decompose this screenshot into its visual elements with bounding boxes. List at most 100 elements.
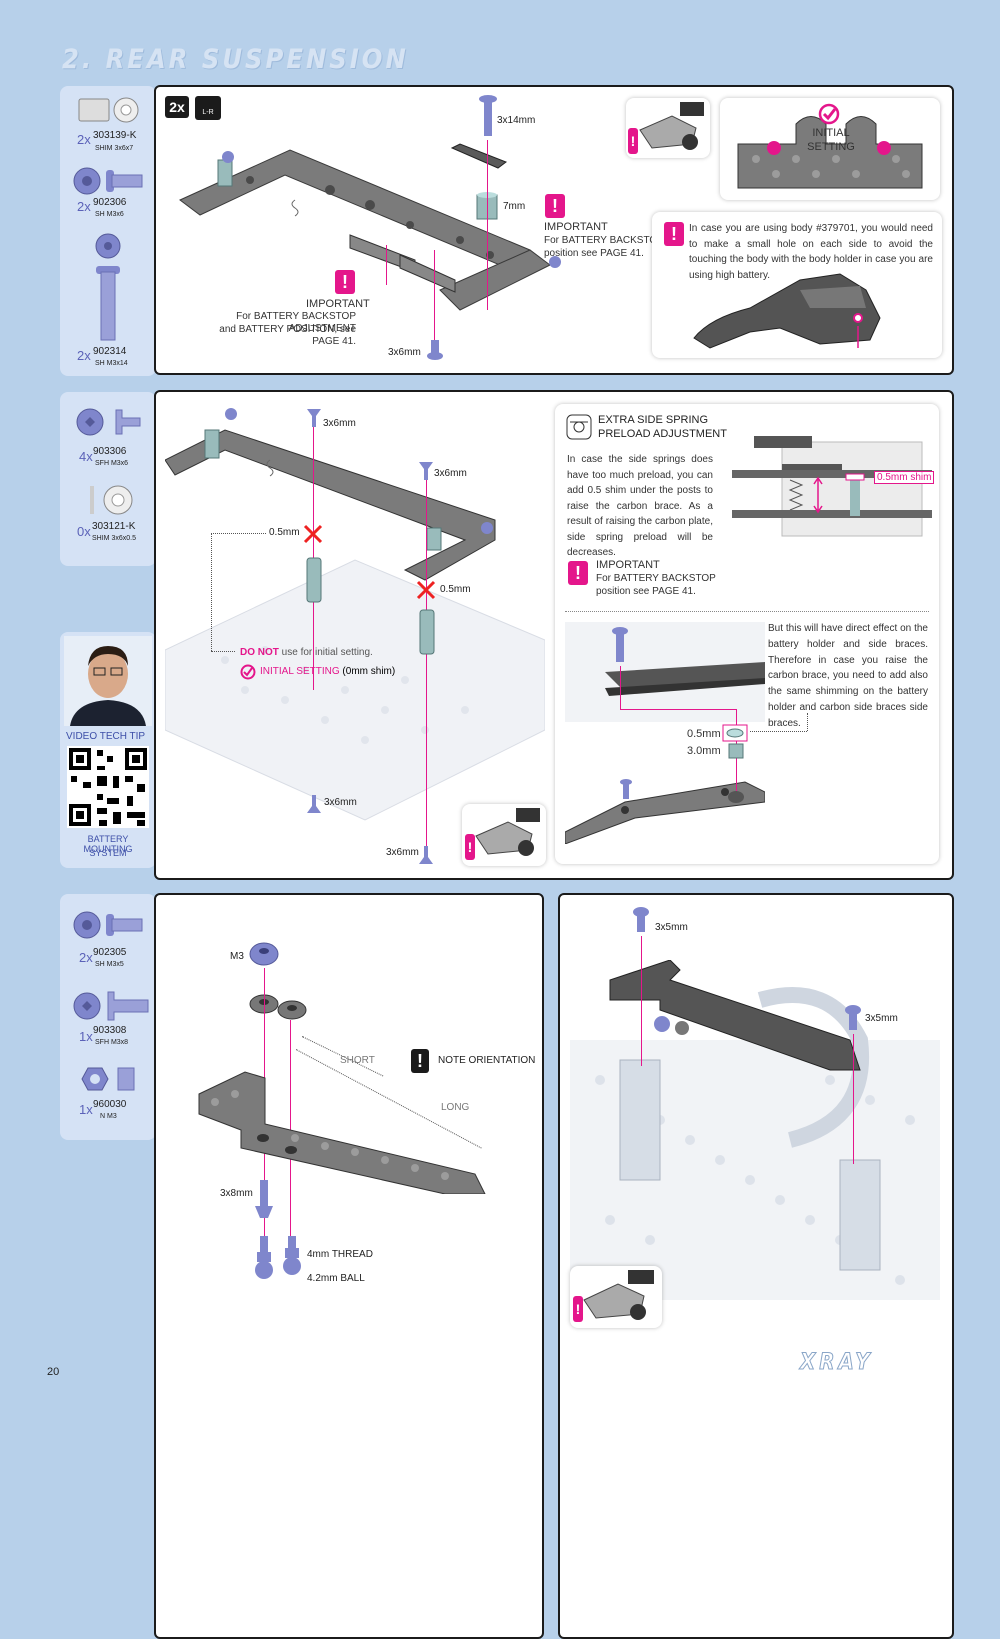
- warning-icon: !: [573, 1296, 583, 1322]
- initial-label: INITIAL SETTING: [260, 666, 340, 677]
- sfh-screw-icon: [255, 1180, 273, 1218]
- carbon-brace-illustration: [179, 149, 561, 311]
- part-name: SH M3x6: [95, 211, 124, 218]
- part-name: SHIM 3x6x0.5: [92, 535, 136, 542]
- part-qty: 2x: [77, 348, 91, 363]
- spacer-label: 7mm: [503, 201, 526, 212]
- sfh-screw-icon: [73, 991, 149, 1021]
- quantity-badge: 2x: [165, 96, 189, 118]
- important-text: For BATTERY BACKSTOP: [544, 235, 664, 246]
- part-name: SFH M3x8: [95, 1039, 129, 1046]
- check-icon: [240, 664, 256, 680]
- post-icon: [419, 609, 435, 655]
- important-heading: IMPORTANT: [306, 298, 370, 310]
- screw-label: 3x6mm: [324, 797, 357, 808]
- important-heading: IMPORTANT: [544, 221, 608, 233]
- warning-icon: !: [664, 222, 684, 246]
- video-tech-tip-link[interactable]: VIDEO TECH TIP: [66, 731, 146, 742]
- video-caption: BATTERY MOUNTING: [83, 834, 133, 854]
- screw-label: 3x5mm: [865, 1013, 898, 1024]
- shim-label: 0.5mm: [269, 527, 300, 538]
- screw-icon: [612, 627, 628, 662]
- battery-holder-illustration: [565, 622, 765, 844]
- extra-title: PRELOAD ADJUSTMENT: [598, 428, 727, 440]
- screw-label: 3x6mm: [388, 347, 421, 358]
- shim-icon: [78, 97, 139, 123]
- long-label: LONG: [441, 1102, 470, 1113]
- nut-icon: [249, 942, 279, 966]
- screw-icon: [620, 779, 632, 799]
- ball-label: 4.2mm BALL: [307, 1273, 365, 1284]
- part-name: SH M3x14: [95, 360, 128, 367]
- extra-text: In case the side springs does have too m…: [567, 454, 713, 558]
- step3-panel: [154, 893, 544, 1639]
- long-screw-icon: [95, 233, 121, 341]
- car-icon: [639, 102, 704, 150]
- warning-icon: !: [465, 834, 475, 860]
- shim-icon: [722, 724, 748, 742]
- body-note-text: In case you are using body #379701, you …: [689, 223, 933, 281]
- left-right-badge: L-R: [195, 96, 221, 120]
- initial-setting-label: SETTING: [807, 141, 855, 153]
- page-number: 20: [47, 1366, 60, 1378]
- shim-label: 0.5mm: [440, 584, 471, 595]
- spring-detail-illustration: [732, 436, 932, 537]
- brand-logo: XRAY: [800, 1350, 874, 1376]
- body-shell-illustration: [693, 273, 881, 349]
- important-text: For BATTERY BACKSTOP ADJUSTMENT: [236, 311, 356, 334]
- page-title: 2. REAR SUSPENSION: [62, 44, 409, 75]
- part-name: SHIM 3x6x7: [95, 145, 134, 152]
- ball-cups-icon: [249, 994, 307, 1020]
- do-not-label: DO NOT: [240, 647, 279, 658]
- brace-plate-illustration: [198, 1071, 486, 1194]
- part-name: N M3: [100, 1113, 117, 1120]
- part-number: 902306: [93, 197, 127, 208]
- screw-icon: [845, 1005, 861, 1030]
- important-text: For BATTERY BACKSTOP: [596, 573, 716, 584]
- part-number: 902314: [93, 346, 127, 357]
- sfh-screw-icon: [419, 846, 433, 864]
- part-number: 903308: [93, 1025, 127, 1036]
- screw-label: 3x6mm: [323, 418, 356, 429]
- extra-text-2: But this will have direct effect on the …: [768, 623, 928, 729]
- important-icon: !: [335, 270, 355, 294]
- part-number: 303139-K: [93, 130, 137, 141]
- nut-label: M3: [230, 951, 244, 962]
- thread-label: 4mm THREAD: [307, 1249, 373, 1260]
- do-not-text: use for initial setting.: [281, 647, 373, 658]
- screw-icon: [73, 167, 143, 195]
- important-icon: !: [545, 194, 565, 218]
- part-number: 303121-K: [92, 521, 136, 532]
- screw-3x6-icon: [427, 340, 443, 360]
- qr-code-icon[interactable]: [67, 746, 149, 828]
- screw-label: 3x6mm: [386, 847, 419, 858]
- nut-icon: [728, 791, 744, 803]
- check-icon: [818, 103, 840, 125]
- video-caption: SYSTEM: [89, 848, 127, 858]
- important-text: position see PAGE 41.: [596, 586, 696, 597]
- chassis-illustration: [165, 408, 545, 821]
- part-qty: 4x: [79, 449, 93, 464]
- part-name: SH M3x5: [95, 961, 124, 968]
- extra-title: EXTRA SIDE SPRING: [598, 414, 709, 426]
- initial-setting-plate: [737, 116, 923, 189]
- nut-icon: [81, 1067, 135, 1091]
- part-qty: 1x: [79, 1029, 93, 1044]
- part-qty: 2x: [77, 132, 91, 147]
- short-label: SHORT: [340, 1055, 375, 1066]
- initial-setting-label: INITIAL: [812, 127, 850, 139]
- shim-icon: [90, 485, 133, 515]
- ball-stud-icon: [255, 1236, 301, 1279]
- important-icon: !: [568, 561, 588, 585]
- part-number: 903306: [93, 446, 127, 457]
- chassis-assembly-illustration: [570, 960, 940, 1300]
- sfh-screw-icon: [419, 462, 433, 480]
- screw-3x14-icon: [479, 95, 497, 136]
- shim-size-label: 0.5mm: [687, 728, 721, 740]
- initial-text: (0mm shim): [342, 666, 396, 677]
- part-qty: 1x: [79, 1102, 93, 1117]
- note-orientation-label: NOTE ORIENTATION: [438, 1055, 536, 1066]
- spacer-size-label: 3.0mm: [687, 745, 721, 757]
- part-number: 902305: [93, 947, 127, 958]
- part-number: 960030: [93, 1099, 127, 1110]
